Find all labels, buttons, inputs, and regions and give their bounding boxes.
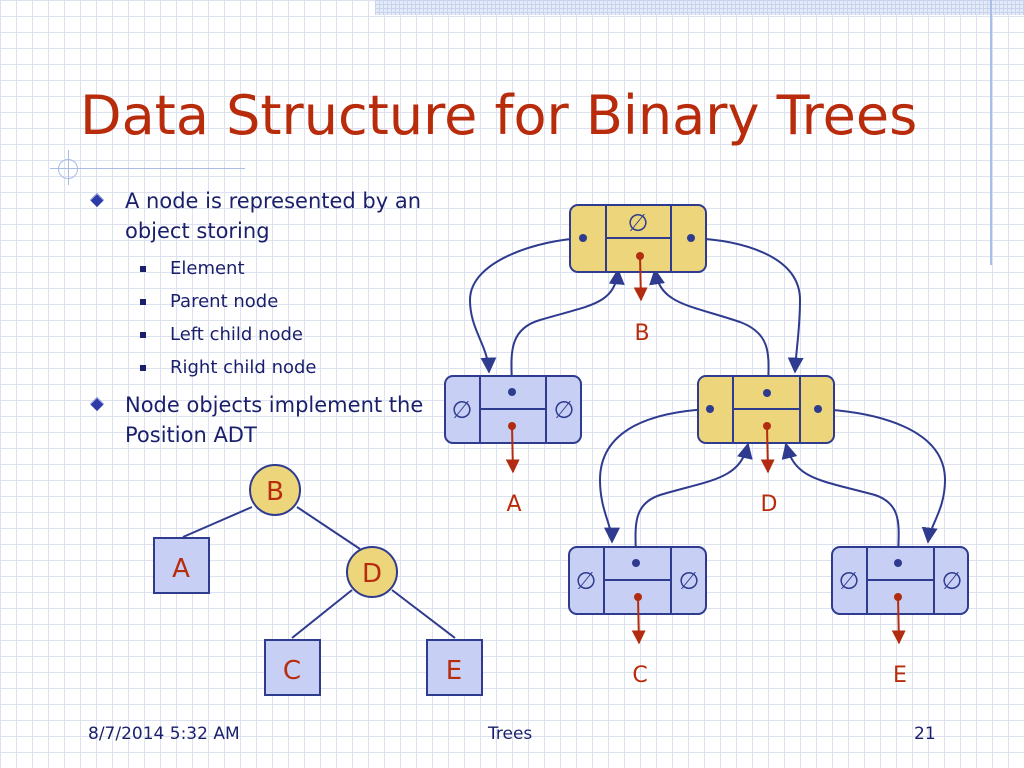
- edge-b-a: [182, 506, 253, 538]
- tree-node-c: [264, 639, 321, 696]
- tree-node-e: [426, 639, 483, 696]
- element-label-d: D: [761, 492, 778, 517]
- footer-page-number: 21: [914, 724, 936, 744]
- footer-date: 8/7/2014 5:32 AM: [88, 724, 240, 744]
- sub-bullet-text: Left child node: [170, 324, 303, 345]
- sub-bullet-item: Parent node: [88, 285, 428, 318]
- null-left-icon: ∅: [839, 567, 860, 595]
- sub-bullet-text: Right child node: [170, 357, 317, 378]
- null-left-icon: ∅: [576, 567, 597, 595]
- tree-node-d: [346, 546, 398, 598]
- sub-bullet-item: Element: [88, 252, 428, 285]
- edge-b-d: [296, 506, 361, 550]
- null-left-icon: ∅: [452, 396, 473, 424]
- bullet-text: A node is represented by an object stori…: [125, 189, 422, 243]
- parent-pointer-dot: [508, 388, 516, 396]
- parent-pointer-dot: [894, 559, 902, 567]
- element-label-c: C: [632, 663, 647, 688]
- tree-node-b-label: B: [266, 477, 284, 507]
- left-pointer-dot: [706, 405, 714, 413]
- tree-node-e-label: E: [446, 656, 462, 686]
- sub-bullet-text: Parent node: [170, 291, 279, 312]
- tree-node-d-label: D: [362, 559, 382, 589]
- edge-d-c: [291, 589, 353, 639]
- tree-node-a-label: A: [172, 554, 190, 584]
- link-b-to-a: [468, 237, 584, 374]
- bullet-list: A node is represented by an object stori…: [88, 186, 428, 456]
- slide-title: Data Structure for Binary Trees: [80, 84, 918, 147]
- right-decoration-line: [990, 0, 992, 265]
- element-pointer-dot: [636, 252, 644, 260]
- link-d-to-b: [649, 268, 770, 394]
- link-d-to-c: [598, 408, 711, 544]
- sub-bullet-text: Element: [170, 258, 245, 279]
- square-bullet-icon: [140, 365, 146, 371]
- square-bullet-icon: [140, 332, 146, 338]
- footer-title: Trees: [488, 724, 533, 744]
- link-e-to-d: [781, 442, 900, 564]
- linked-structure: ∅ B ∅ ∅ A: [444, 204, 969, 688]
- square-bullet-icon: [140, 266, 146, 272]
- title-underline: [50, 168, 245, 169]
- link-a-to-b: [510, 268, 625, 392]
- sub-bullet-item: Right child node: [88, 351, 428, 384]
- left-pointer-dot: [579, 234, 587, 242]
- sub-bullet-list: Element Parent node Left child node Righ…: [88, 252, 428, 384]
- right-pointer-dot: [687, 234, 695, 242]
- null-parent-icon: ∅: [628, 209, 649, 237]
- link-b-to-d: [690, 237, 804, 374]
- tree-node-b: [249, 464, 301, 516]
- bullet-item: Node objects implement the Position ADT: [88, 390, 428, 450]
- crosshair-decoration-line: [68, 150, 69, 185]
- null-right-icon: ∅: [554, 396, 575, 424]
- null-right-icon: ∅: [942, 567, 963, 595]
- linked-node-a: ∅ ∅ A: [444, 375, 582, 517]
- top-decoration-band: [375, 0, 1024, 15]
- tree-node-c-label: C: [283, 656, 301, 686]
- small-tree: B A D C E: [153, 464, 483, 696]
- parent-pointer-dot: [632, 559, 640, 567]
- null-right-icon: ∅: [679, 567, 700, 595]
- linked-node-d: D: [697, 375, 835, 517]
- linked-node-b: ∅ B: [569, 204, 707, 346]
- bullet-item: A node is represented by an object stori…: [88, 186, 428, 246]
- linked-node-c: ∅ ∅ C: [568, 546, 707, 688]
- tree-node-a: [153, 537, 210, 594]
- element-label-b: B: [634, 321, 649, 346]
- square-bullet-icon: [140, 299, 146, 305]
- right-pointer-dot: [814, 405, 822, 413]
- edge-d-e: [391, 589, 456, 639]
- bullet-text: Node objects implement the Position ADT: [125, 393, 424, 447]
- element-label-a: A: [506, 492, 521, 517]
- link-c-to-d: [634, 442, 753, 564]
- element-label-e: E: [893, 663, 907, 688]
- linked-node-e: ∅ ∅ E: [831, 546, 969, 688]
- parent-pointer-dot: [763, 389, 771, 397]
- link-d-to-e: [817, 408, 947, 544]
- sub-bullet-item: Left child node: [88, 318, 428, 351]
